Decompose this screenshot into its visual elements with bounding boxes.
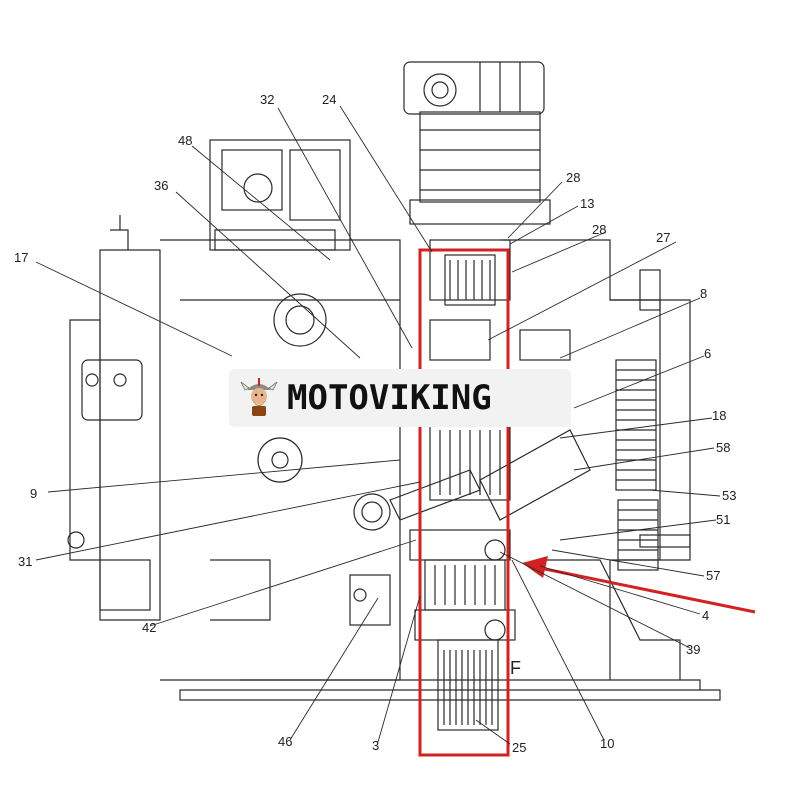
callout-6: 6 bbox=[704, 346, 711, 361]
section-letter: F bbox=[510, 658, 521, 678]
callout-25: 25 bbox=[512, 740, 526, 755]
callout-labels: 32 24 48 36 17 28 13 28 27 8 6 18 58 53 … bbox=[14, 92, 736, 755]
callout-42: 42 bbox=[142, 620, 156, 635]
callout-28-lower: 28 bbox=[592, 222, 606, 237]
callout-3: 3 bbox=[372, 738, 379, 753]
callout-39: 39 bbox=[686, 642, 700, 657]
callout-51: 51 bbox=[716, 512, 730, 527]
callout-4: 4 bbox=[702, 608, 709, 623]
callout-31: 31 bbox=[18, 554, 32, 569]
callout-13: 13 bbox=[580, 196, 594, 211]
callout-24: 24 bbox=[322, 92, 336, 107]
callout-57: 57 bbox=[706, 568, 720, 583]
callout-18: 18 bbox=[712, 408, 726, 423]
callout-46: 46 bbox=[278, 734, 292, 749]
callout-53: 53 bbox=[722, 488, 736, 503]
callout-8: 8 bbox=[700, 286, 707, 301]
callout-9: 9 bbox=[30, 486, 37, 501]
callout-32: 32 bbox=[260, 92, 274, 107]
callout-17: 17 bbox=[14, 250, 28, 265]
callout-58: 58 bbox=[716, 440, 730, 455]
brand-watermark: MOTOVIKING bbox=[229, 369, 571, 427]
callout-28-upper: 28 bbox=[566, 170, 580, 185]
highlight-box bbox=[418, 248, 510, 757]
callout-10: 10 bbox=[600, 736, 614, 751]
viking-mascot-icon bbox=[240, 378, 278, 416]
callout-27: 27 bbox=[656, 230, 670, 245]
brand-text: MOTOVIKING bbox=[287, 378, 492, 418]
callout-36: 36 bbox=[154, 178, 168, 193]
callout-48: 48 bbox=[178, 133, 192, 148]
leader-lines bbox=[35, 105, 721, 745]
